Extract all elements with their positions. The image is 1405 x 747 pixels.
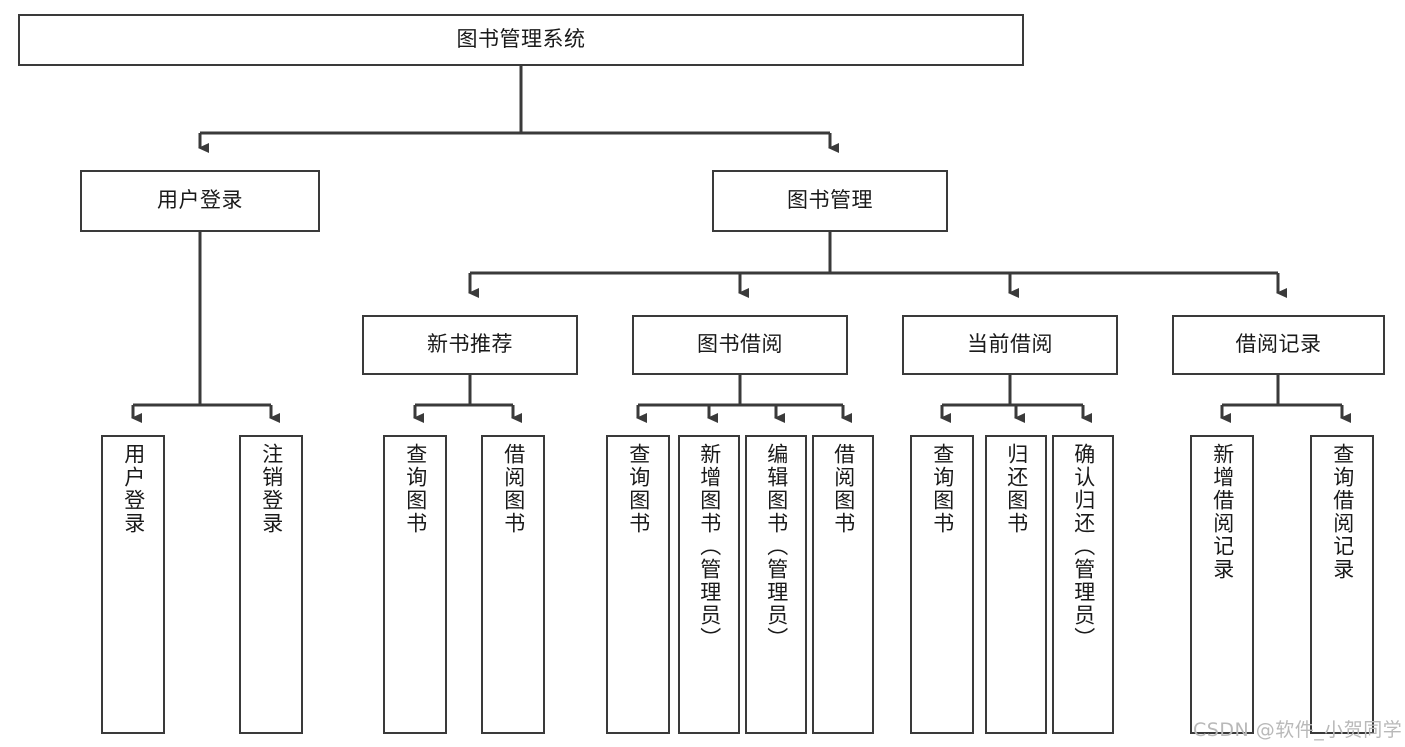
leaf-node-label: 注销登录 [259,443,284,535]
csdn-watermark: CSDN @软件_小贺同学 [1193,719,1403,741]
leaf-node[interactable]: 新增借阅记录 [1190,435,1254,734]
leaf-node-label: 新增图书（管理员） [697,443,722,650]
leaf-node[interactable]: 编辑图书（管理员） [745,435,807,734]
leaf-node-label: 新增借阅记录 [1210,443,1235,581]
node-new-book-recommend[interactable]: 新书推荐 [362,315,578,375]
leaf-node[interactable]: 用户登录 [101,435,165,734]
leaf-node-label: 确认归还（管理员） [1071,443,1096,650]
leaf-node-label: 借阅图书 [831,443,856,535]
node-user-login-label: 用户登录 [157,188,243,213]
leaf-node-label: 编辑图书（管理员） [764,443,789,650]
leaf-node-label: 归还图书 [1004,443,1029,535]
leaf-node-label: 用户登录 [121,443,146,535]
leaf-node-label: 查询借阅记录 [1330,443,1355,581]
leaf-node[interactable]: 确认归还（管理员） [1052,435,1114,734]
node-current-borrow-label: 当前借阅 [967,332,1053,357]
leaf-node[interactable]: 借阅图书 [481,435,545,734]
leaf-node[interactable]: 查询图书 [910,435,974,734]
node-book-borrow[interactable]: 图书借阅 [632,315,848,375]
leaf-node-label: 查询图书 [930,443,955,535]
leaf-node-label: 借阅图书 [501,443,526,535]
node-new-book-recommend-label: 新书推荐 [427,332,513,357]
node-book-borrow-label: 图书借阅 [697,332,783,357]
leaf-node-label: 查询图书 [626,443,651,535]
node-book-management-label: 图书管理 [787,188,873,213]
node-borrow-record[interactable]: 借阅记录 [1172,315,1385,375]
node-book-management[interactable]: 图书管理 [712,170,948,232]
node-root[interactable]: 图书管理系统 [18,14,1024,66]
node-user-login[interactable]: 用户登录 [80,170,320,232]
node-borrow-record-label: 借阅记录 [1235,332,1322,357]
node-current-borrow[interactable]: 当前借阅 [902,315,1118,375]
leaf-node[interactable]: 注销登录 [239,435,303,734]
leaf-node[interactable]: 查询图书 [383,435,447,734]
node-root-label: 图书管理系统 [456,27,586,52]
leaf-node[interactable]: 查询图书 [606,435,670,734]
leaf-node[interactable]: 归还图书 [985,435,1047,734]
leaf-node[interactable]: 新增图书（管理员） [678,435,740,734]
leaf-node[interactable]: 借阅图书 [812,435,874,734]
leaf-node-label: 查询图书 [403,443,428,535]
leaf-node[interactable]: 查询借阅记录 [1310,435,1374,734]
